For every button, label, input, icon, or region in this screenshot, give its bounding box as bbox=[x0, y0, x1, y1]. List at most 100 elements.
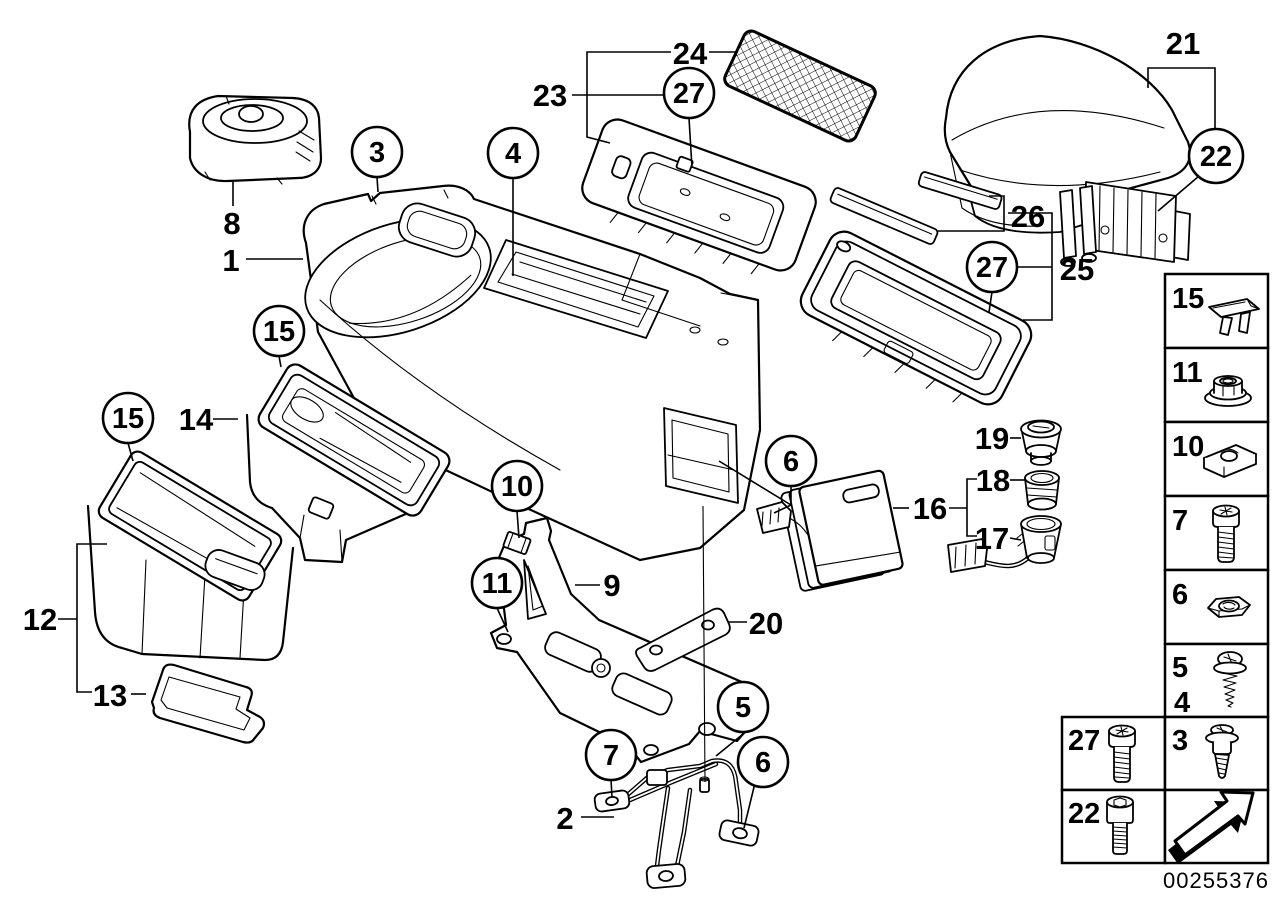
leader-27-right-part bbox=[988, 291, 993, 313]
part-lighter-element bbox=[1020, 419, 1062, 466]
plain-labels: 8 1 23 24 21 26 25 14 12 13 9 20 16 19 1… bbox=[23, 26, 1200, 836]
part-lower-bracket bbox=[593, 758, 760, 889]
label-1: 1 bbox=[222, 243, 239, 278]
leader-17-18-bracket bbox=[966, 478, 977, 537]
label-13: 13 bbox=[93, 678, 127, 713]
table-cell-6: 6 bbox=[1163, 568, 1270, 646]
label-14: 14 bbox=[179, 402, 214, 437]
label-12: 12 bbox=[23, 602, 57, 637]
callout-num-27-top: 27 bbox=[673, 78, 705, 110]
callout-circle-7: 7 bbox=[584, 728, 638, 782]
callout-circle-10: 10 bbox=[490, 459, 544, 513]
leader-26 bbox=[938, 195, 1005, 232]
leader-12-bracket bbox=[76, 543, 107, 693]
label-2: 2 bbox=[556, 801, 573, 836]
label-18: 18 bbox=[976, 463, 1010, 498]
callout-circle-27-right: 27 bbox=[965, 240, 1019, 294]
label-9: 9 bbox=[603, 568, 620, 603]
leader-3 bbox=[376, 176, 379, 193]
part-spacer-plate bbox=[635, 607, 731, 672]
table-cell-22: 22 bbox=[1060, 788, 1167, 865]
cell-num-5: 5 bbox=[1172, 652, 1188, 684]
label-19: 19 bbox=[975, 421, 1009, 456]
part-rear-cover bbox=[799, 230, 1033, 406]
callout-num-15-left: 15 bbox=[112, 403, 144, 435]
cell-num-22: 22 bbox=[1068, 798, 1100, 830]
part-socket-housing bbox=[947, 515, 1062, 573]
leader-lines bbox=[58, 51, 1216, 829]
callout-circle-11: 11 bbox=[470, 556, 524, 610]
leader-7 bbox=[610, 779, 613, 798]
leader-10 bbox=[516, 510, 520, 539]
assembly-axis-line bbox=[702, 505, 706, 783]
part-trim-strips bbox=[829, 171, 1003, 245]
callout-num-6-lower: 6 bbox=[755, 747, 771, 779]
callout-num-27-right: 27 bbox=[976, 252, 1008, 284]
table-cell-7: 7 bbox=[1163, 494, 1270, 572]
part-lighter-socket bbox=[1024, 470, 1060, 511]
callout-num-15-mid: 15 bbox=[263, 316, 295, 348]
table-cell-3: 3 bbox=[1163, 715, 1270, 792]
label-23: 23 bbox=[533, 78, 567, 113]
label-16: 16 bbox=[913, 491, 947, 526]
label-20: 20 bbox=[749, 606, 783, 641]
part-rubber-mat-insert bbox=[723, 29, 877, 143]
callout-circle-15-mid: 15 bbox=[252, 304, 306, 358]
hex-nut-icon bbox=[1207, 596, 1251, 618]
leader-22 bbox=[1157, 175, 1200, 212]
table-cell-5-4: 5 4 bbox=[1163, 642, 1270, 719]
leader-24-left bbox=[586, 51, 671, 144]
callout-num-4: 4 bbox=[505, 138, 521, 170]
part-armrest bbox=[943, 34, 1192, 267]
cell-num-11: 11 bbox=[1172, 357, 1203, 389]
callout-num-3: 3 bbox=[369, 137, 385, 169]
callout-circle-22: 22 bbox=[1187, 127, 1245, 185]
callout-circle-27-top: 27 bbox=[662, 66, 716, 120]
leader-6-lower bbox=[743, 782, 756, 829]
leader-17 bbox=[1009, 537, 1022, 541]
table-cell-27: 27 bbox=[1060, 715, 1167, 792]
leader-27-top bbox=[688, 117, 693, 169]
cell-num-10: 10 bbox=[1172, 431, 1204, 463]
callout-num-7: 7 bbox=[603, 740, 619, 772]
part-flap bbox=[756, 469, 904, 592]
part-storage-bin bbox=[86, 450, 295, 662]
table-cell-arrow bbox=[1163, 788, 1270, 866]
callout-circle-4: 4 bbox=[486, 126, 540, 180]
callout-num-10: 10 bbox=[501, 471, 533, 503]
cell-num-4: 4 bbox=[1174, 687, 1190, 719]
leader-5 bbox=[715, 729, 749, 757]
callout-circle-5: 5 bbox=[716, 680, 770, 734]
callout-circle-15-left: 15 bbox=[101, 391, 155, 445]
callout-circle-6-lower: 6 bbox=[736, 735, 790, 789]
cell-num-7: 7 bbox=[1172, 505, 1188, 537]
part-bin-mat bbox=[150, 663, 266, 744]
cell-num-6: 6 bbox=[1172, 579, 1188, 611]
leader-11 bbox=[496, 607, 509, 633]
callout-circle-6-upper: 6 bbox=[764, 434, 818, 488]
part-support-bracket bbox=[489, 516, 763, 764]
leader-6-upper-b bbox=[718, 460, 792, 506]
label-17: 17 bbox=[975, 521, 1009, 556]
circled-callouts: 3 4 27 15 15 10 11 6 27 22 5 bbox=[101, 66, 1245, 789]
table-cell-11: 11 bbox=[1163, 346, 1270, 424]
part-illustrations bbox=[86, 29, 1192, 889]
cell-num-15: 15 bbox=[1172, 283, 1204, 315]
cell-num-27: 27 bbox=[1068, 725, 1100, 757]
table-cell-15: 15 bbox=[1163, 272, 1270, 350]
part-centre-console bbox=[302, 184, 762, 562]
label-26: 26 bbox=[1011, 199, 1045, 234]
callout-num-6-upper: 6 bbox=[783, 446, 799, 478]
label-25: 25 bbox=[1060, 252, 1094, 287]
table-cell-10: 10 bbox=[1163, 420, 1270, 498]
part-sliding-cover bbox=[581, 118, 817, 275]
fastener-table: 15 11 10 7 6 5 4 bbox=[1060, 272, 1270, 866]
label-24: 24 bbox=[673, 36, 708, 71]
callout-circle-3: 3 bbox=[350, 125, 404, 179]
leader-15-left bbox=[127, 442, 134, 462]
callout-num-22: 22 bbox=[1200, 141, 1232, 173]
callout-num-5: 5 bbox=[735, 692, 751, 724]
part-storage-tray bbox=[245, 363, 451, 564]
